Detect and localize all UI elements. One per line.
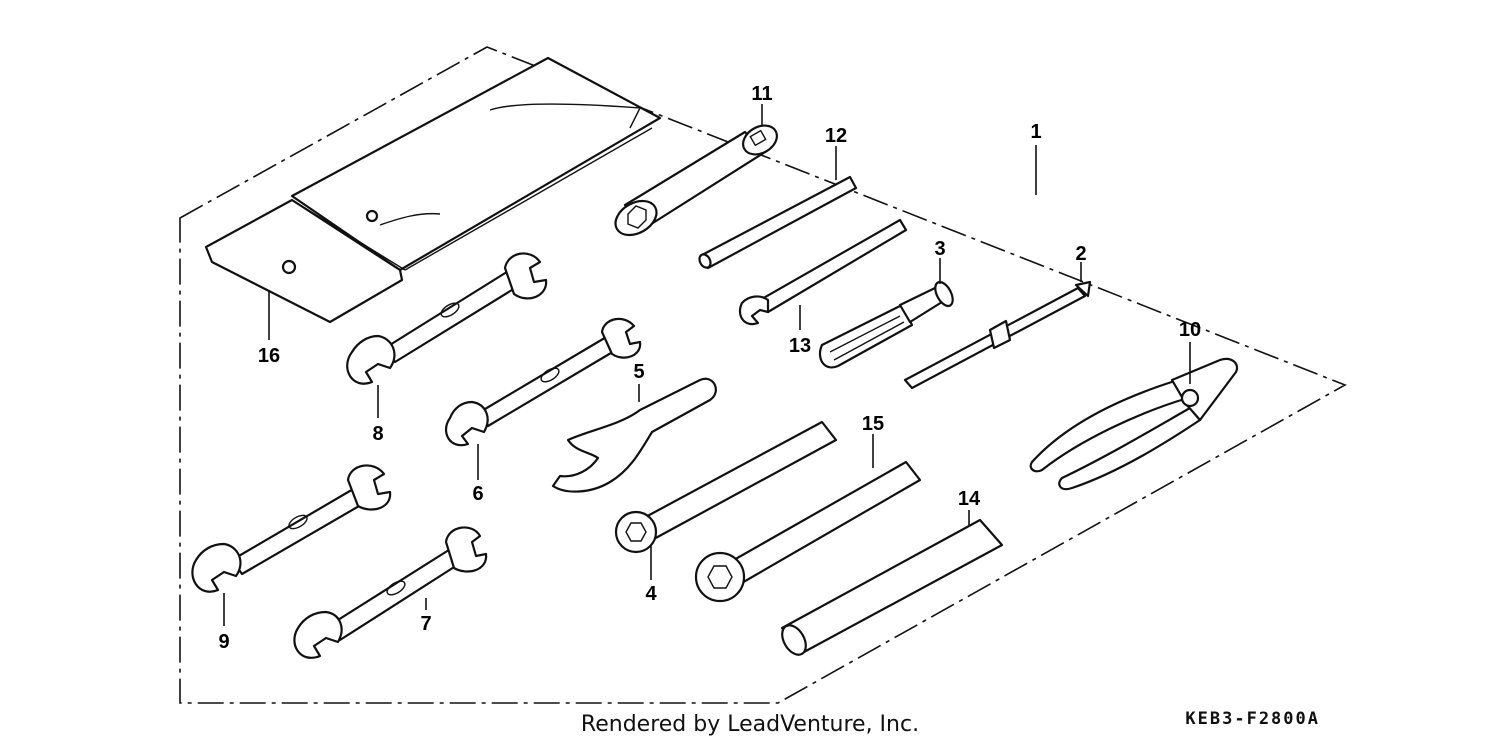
callout-5: 5: [633, 361, 644, 383]
callout-15: 15: [862, 413, 884, 435]
pliers: [1029, 357, 1239, 491]
callout-3: 3: [934, 238, 945, 260]
tool-pouch: [204, 56, 662, 324]
callout-14: 14: [958, 488, 981, 510]
callout-13: 13: [789, 335, 811, 357]
callout-7: 7: [420, 613, 431, 635]
render-credit: Rendered by LeadVenture, Inc.: [580, 712, 920, 737]
callout-6: 6: [472, 483, 483, 505]
screwdriver-handle: [818, 280, 954, 369]
box-spanner: [614, 124, 778, 237]
leader-lines: [223, 104, 1191, 626]
kit-boundary: [179, 46, 1347, 704]
wrench-6: [444, 317, 642, 447]
callout-12: 12: [825, 125, 847, 147]
diagram-code: KEB3-F2800A: [1185, 709, 1320, 729]
callout-1: 1: [1030, 121, 1041, 143]
hook-spanner: [551, 377, 717, 493]
flat-bar: [780, 518, 1004, 656]
screwdriver-blade: [903, 280, 1092, 390]
ring-spanner-15: [694, 460, 922, 603]
callout-16: 16: [258, 345, 280, 367]
callout-10: 10: [1179, 319, 1201, 341]
wrench-7: [293, 526, 488, 659]
callout-2: 2: [1075, 243, 1086, 265]
wrench-9: [191, 464, 392, 593]
wrench-8: [346, 252, 548, 385]
callout-4: 4: [645, 583, 657, 605]
callout-8: 8: [372, 423, 383, 445]
callout-11: 11: [751, 83, 772, 105]
callout-9: 9: [218, 631, 229, 653]
ring-spanner-4: [614, 420, 838, 554]
small-wrench: [738, 218, 908, 326]
handle-bar: [698, 175, 858, 270]
